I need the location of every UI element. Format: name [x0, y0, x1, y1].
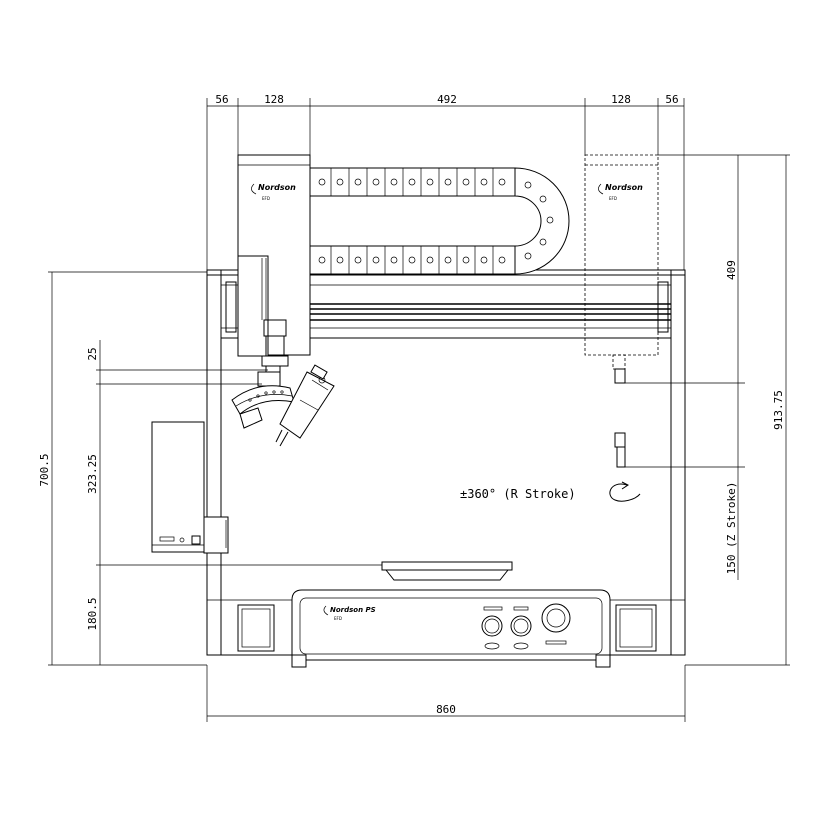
carriage-logo-model: EFD: [262, 196, 270, 201]
dim-bottom-860: 860: [436, 703, 456, 716]
base-feet: [237, 604, 657, 652]
chain-links-bend: [524, 181, 554, 260]
dim-top-56-left: 56: [215, 93, 228, 106]
bottom-dimension: 860: [206, 665, 686, 722]
cable-chain: [309, 167, 570, 275]
left-dimension-chain: 700.5 25 323.25 180.5: [38, 271, 382, 666]
ghost-logo-model: EFD: [609, 196, 617, 201]
dim-left-700-5: 700.5: [38, 453, 51, 486]
side-controller-box: [151, 421, 229, 554]
carriage-logo-brand: Nordson: [258, 183, 296, 192]
top-dimension-chain: 56 128 492 128 56: [206, 93, 685, 270]
dim-left-180-5: 180.5: [86, 597, 99, 630]
dim-right-409: 409: [725, 260, 738, 280]
y-carriage-left: Nordson EFD: [237, 154, 311, 377]
rotation-arrow-icon: [609, 483, 641, 502]
dim-left-25: 25: [86, 347, 99, 360]
ghost-logo-brand: Nordson: [605, 183, 643, 192]
syringe-dispenser: [275, 364, 335, 447]
emergency-stop-button[interactable]: [541, 603, 571, 633]
dim-top-492: 492: [437, 93, 457, 106]
dim-top-56-right: 56: [665, 93, 678, 106]
console-knob-left[interactable]: [481, 615, 503, 637]
right-dimension-chain: 409 913.75 150 (Z Stroke): [624, 154, 790, 666]
chain-links-upper: [318, 168, 506, 196]
dim-top-128-left: 128: [264, 93, 284, 106]
front-control-console: Nordson PS EFD: [291, 589, 611, 668]
r-axis-tool-head: [231, 371, 295, 429]
y-carriage-right-ghost: Nordson EFD: [584, 154, 659, 468]
r-stroke-note: ±360° (R Stroke): [460, 481, 641, 502]
dim-right-z-stroke: 150 (Z Stroke): [725, 482, 738, 575]
chain-links-lower: [318, 246, 506, 274]
work-plate: [381, 561, 513, 581]
console-knob-middle[interactable]: [510, 615, 532, 637]
r-stroke-label: ±360° (R Stroke): [460, 487, 576, 501]
console-logo-model: EFD: [334, 616, 342, 621]
console-logo: Nordson PS: [330, 606, 376, 614]
dim-top-128-right: 128: [611, 93, 631, 106]
dim-right-913-75: 913.75: [772, 390, 785, 430]
dim-left-323-25: 323.25: [86, 454, 99, 494]
